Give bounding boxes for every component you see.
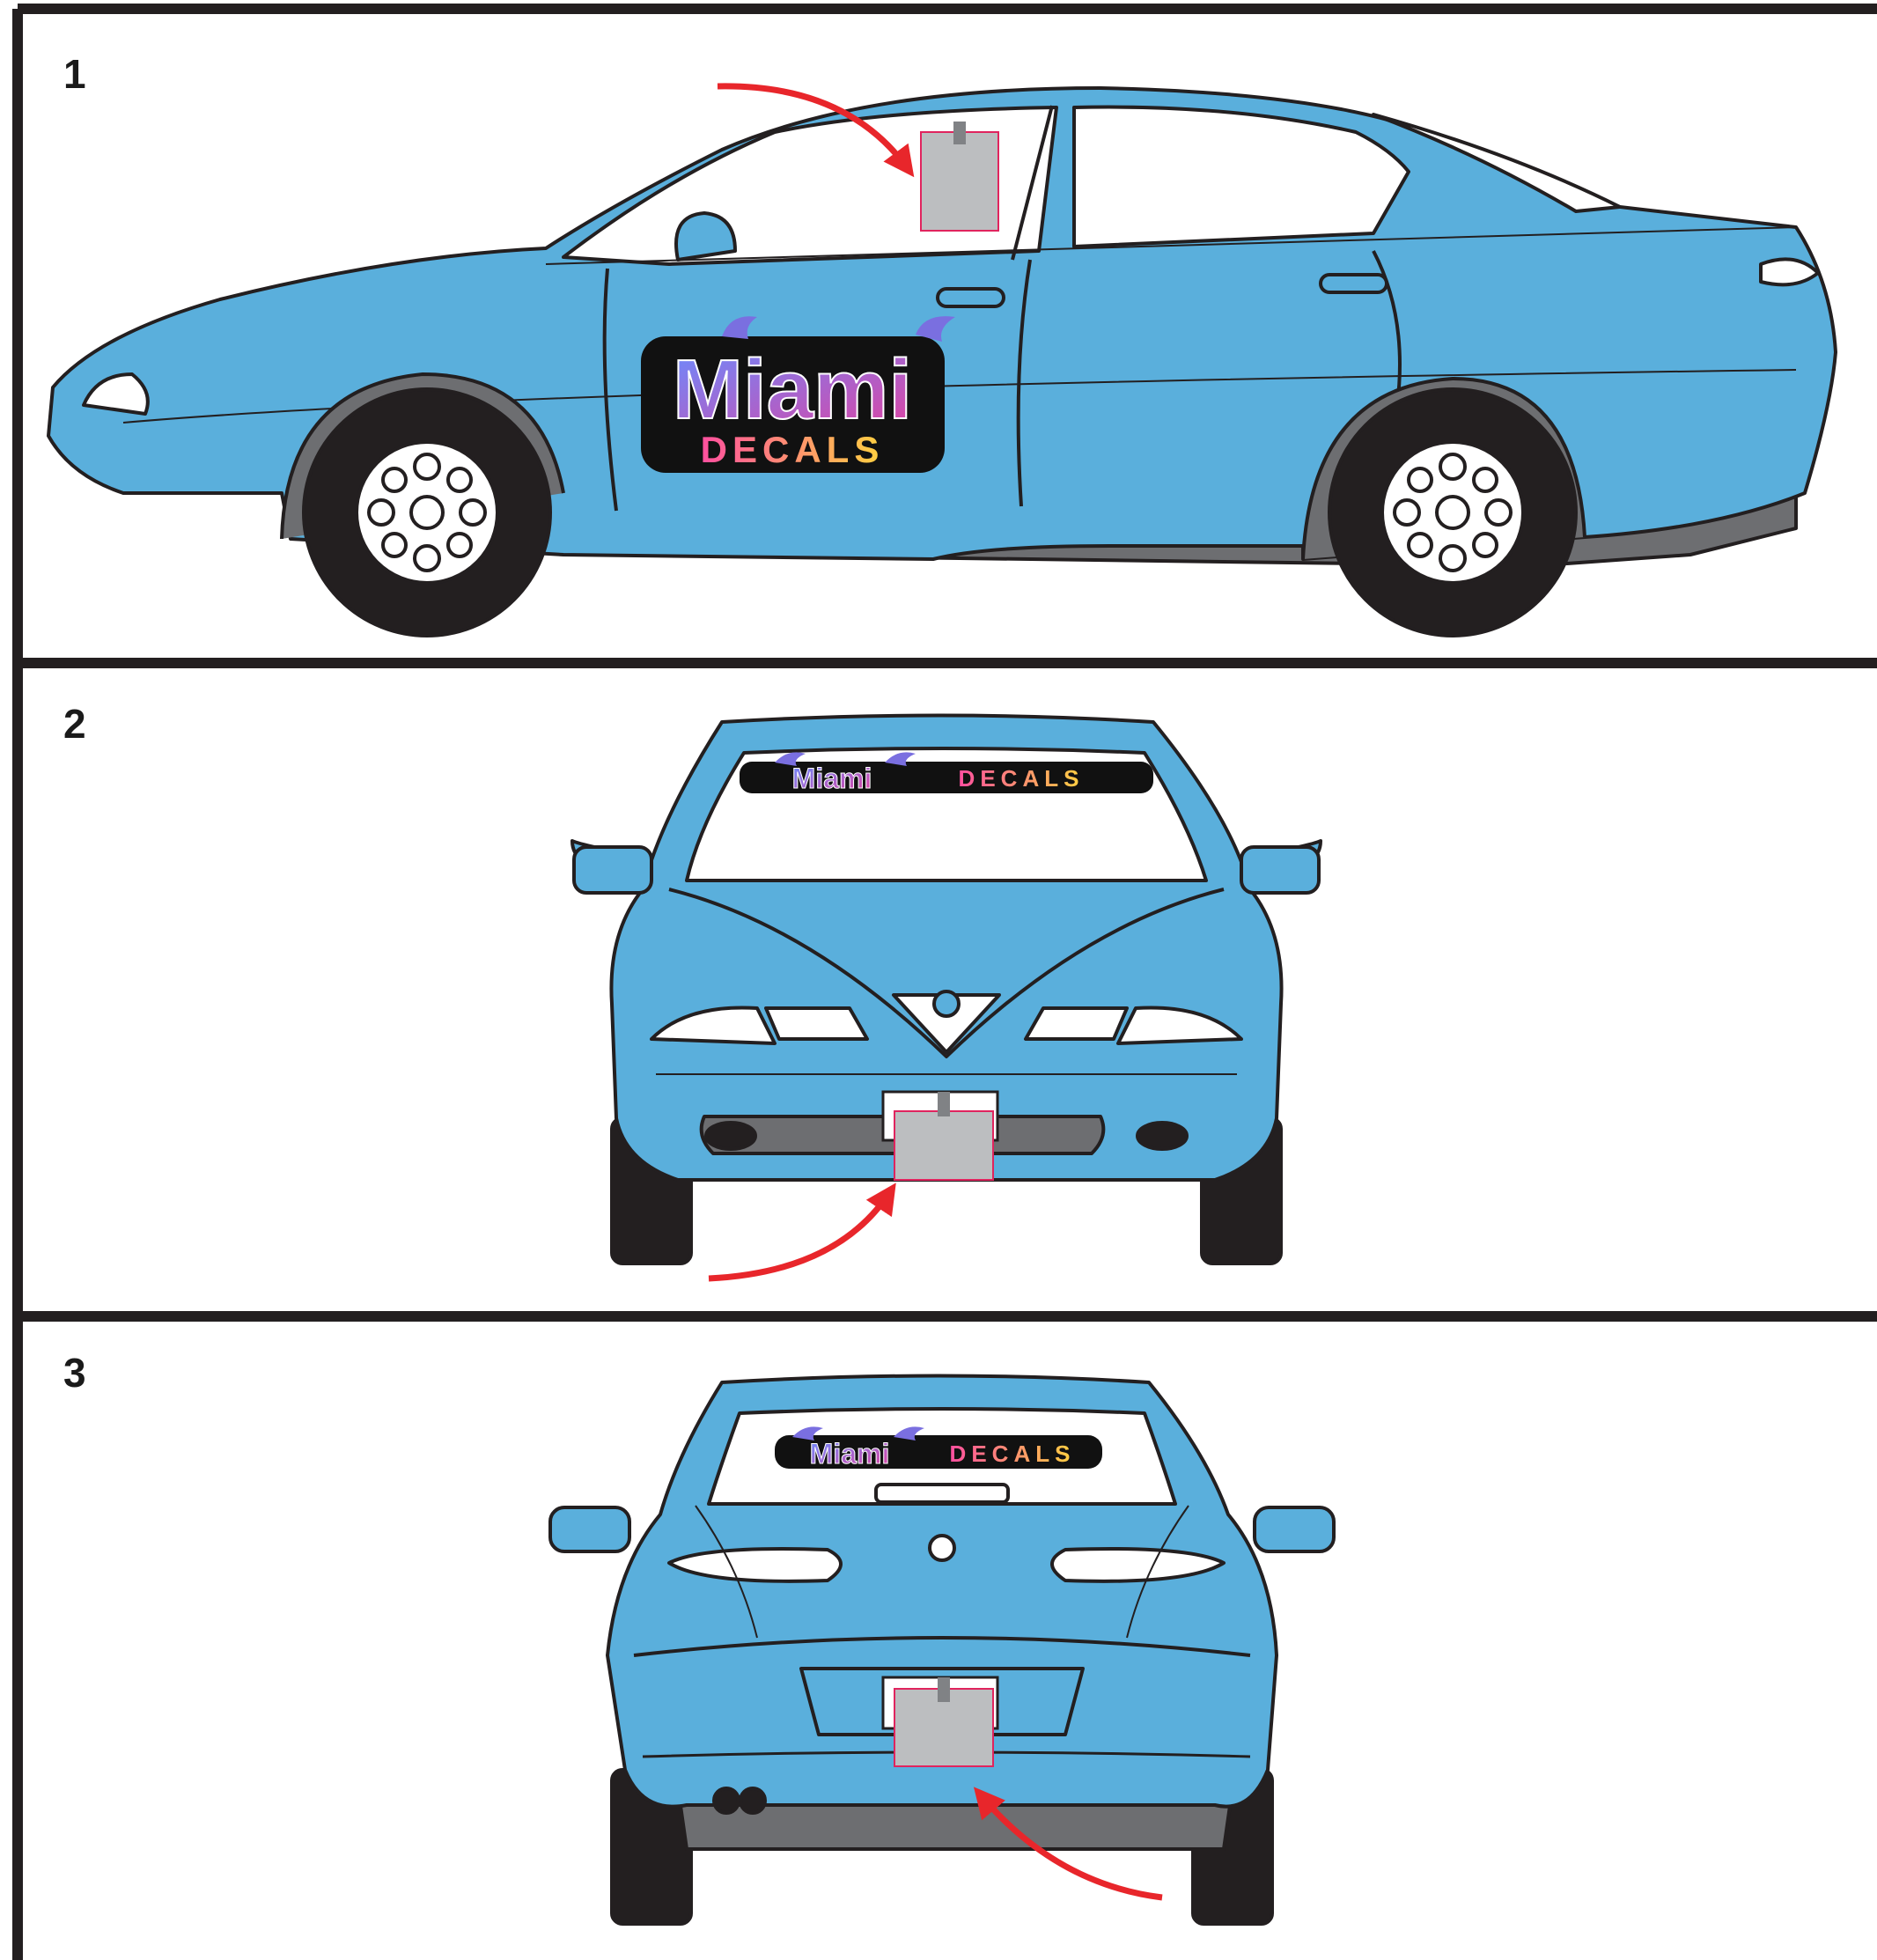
right-mirror-housing — [1241, 847, 1319, 893]
logo-decals-text: DECALS — [701, 429, 885, 470]
window-placard — [921, 122, 998, 231]
rear-door-handle — [1321, 275, 1387, 292]
panel-3: 3 — [63, 1350, 1334, 1924]
left-mirror-housing — [574, 847, 651, 893]
front-wheel — [304, 389, 550, 636]
exhaust-right-icon — [740, 1788, 765, 1813]
right-grille-slot — [1026, 1008, 1127, 1039]
step-number-2: 2 — [63, 701, 86, 747]
rear-placard — [883, 1677, 997, 1766]
left-mirror-housing — [550, 1507, 629, 1551]
logo-decals-text: DECALS — [950, 1441, 1076, 1467]
logo-miami-text: Miami — [673, 343, 912, 437]
exhaust-left-icon — [714, 1788, 739, 1813]
step-number-1: 1 — [63, 51, 86, 97]
logo-decals-text: DECALS — [959, 765, 1085, 792]
badge-icon — [934, 991, 959, 1016]
left-fog-light — [706, 1123, 755, 1149]
rear-wheel — [1329, 389, 1576, 636]
left-grille-slot — [766, 1008, 867, 1039]
panel-1: 1 — [48, 51, 1836, 636]
miami-decals-logo-door: Miami DECALS — [641, 316, 955, 473]
step-number-3: 3 — [63, 1350, 86, 1396]
trunk-badge — [930, 1536, 954, 1560]
side-mirror — [676, 213, 735, 260]
right-mirror-housing — [1255, 1507, 1334, 1551]
arrow-to-bumper-placard — [709, 1193, 889, 1278]
front-door-handle — [938, 289, 1004, 306]
bumper-placard — [883, 1092, 997, 1180]
logo-miami-text: Miami — [792, 763, 872, 794]
car-front-view — [572, 716, 1321, 1264]
third-brake-light — [876, 1485, 1008, 1502]
logo-miami-text: Miami — [810, 1438, 890, 1470]
right-fog-light — [1137, 1123, 1187, 1149]
panel-2: 2 — [63, 701, 1321, 1278]
